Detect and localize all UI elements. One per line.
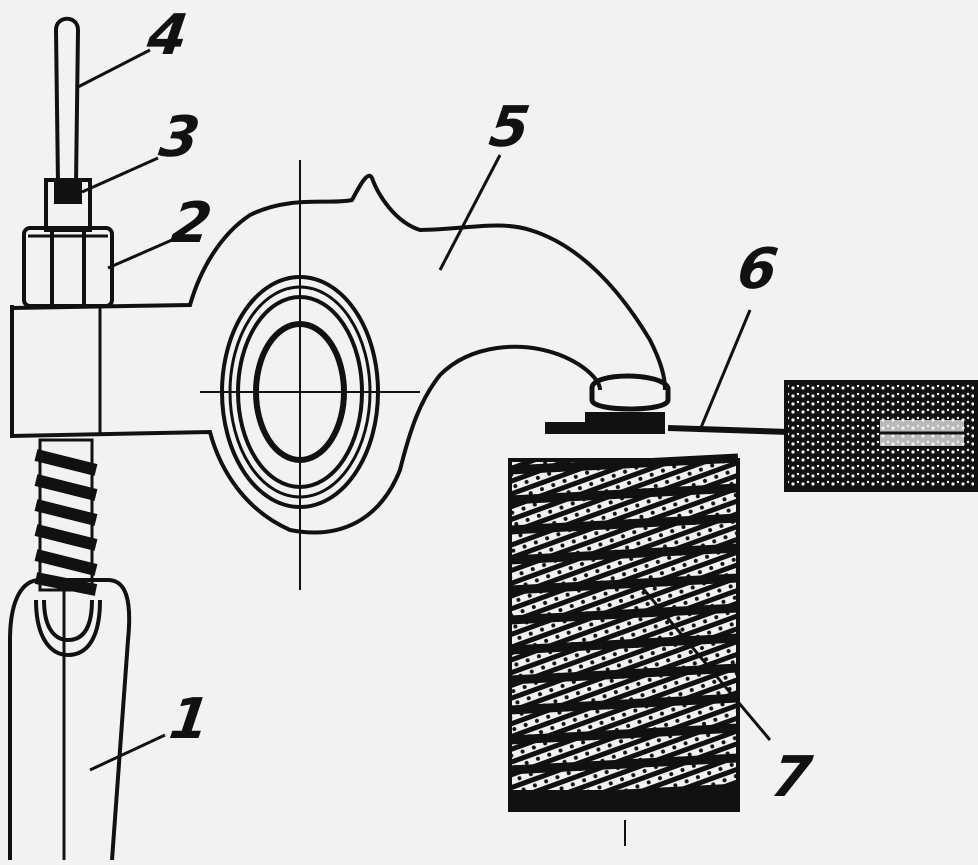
label-pushrod: 1 bbox=[165, 687, 214, 752]
leader-4 bbox=[75, 48, 151, 90]
leader-3 bbox=[81, 156, 159, 194]
screwdriver bbox=[53, 16, 81, 186]
leader-7 bbox=[638, 584, 772, 741]
valve-spring bbox=[508, 412, 740, 812]
label-screwdriver: 4 bbox=[143, 3, 192, 68]
leader-1 bbox=[89, 733, 166, 772]
label-valve-spring: 7 bbox=[767, 745, 816, 810]
leader-6 bbox=[698, 309, 752, 431]
locknut bbox=[22, 226, 114, 308]
label-feeler-gauge: 6 bbox=[733, 237, 782, 302]
feeler-gauge bbox=[667, 380, 978, 492]
leader-5 bbox=[438, 154, 502, 271]
rocker-arm bbox=[10, 173, 671, 535]
adjusting-screw-thread bbox=[34, 438, 98, 596]
label-locknut: 2 bbox=[167, 191, 216, 256]
leader-lines bbox=[75, 48, 772, 772]
label-rocker-arm: 5 bbox=[485, 95, 534, 160]
adjusting-screw-head bbox=[44, 178, 92, 232]
pushrod bbox=[8, 578, 132, 861]
label-adjusting-screw: 3 bbox=[155, 105, 204, 170]
rocker-bearing bbox=[220, 275, 380, 509]
leader-2 bbox=[107, 238, 173, 270]
